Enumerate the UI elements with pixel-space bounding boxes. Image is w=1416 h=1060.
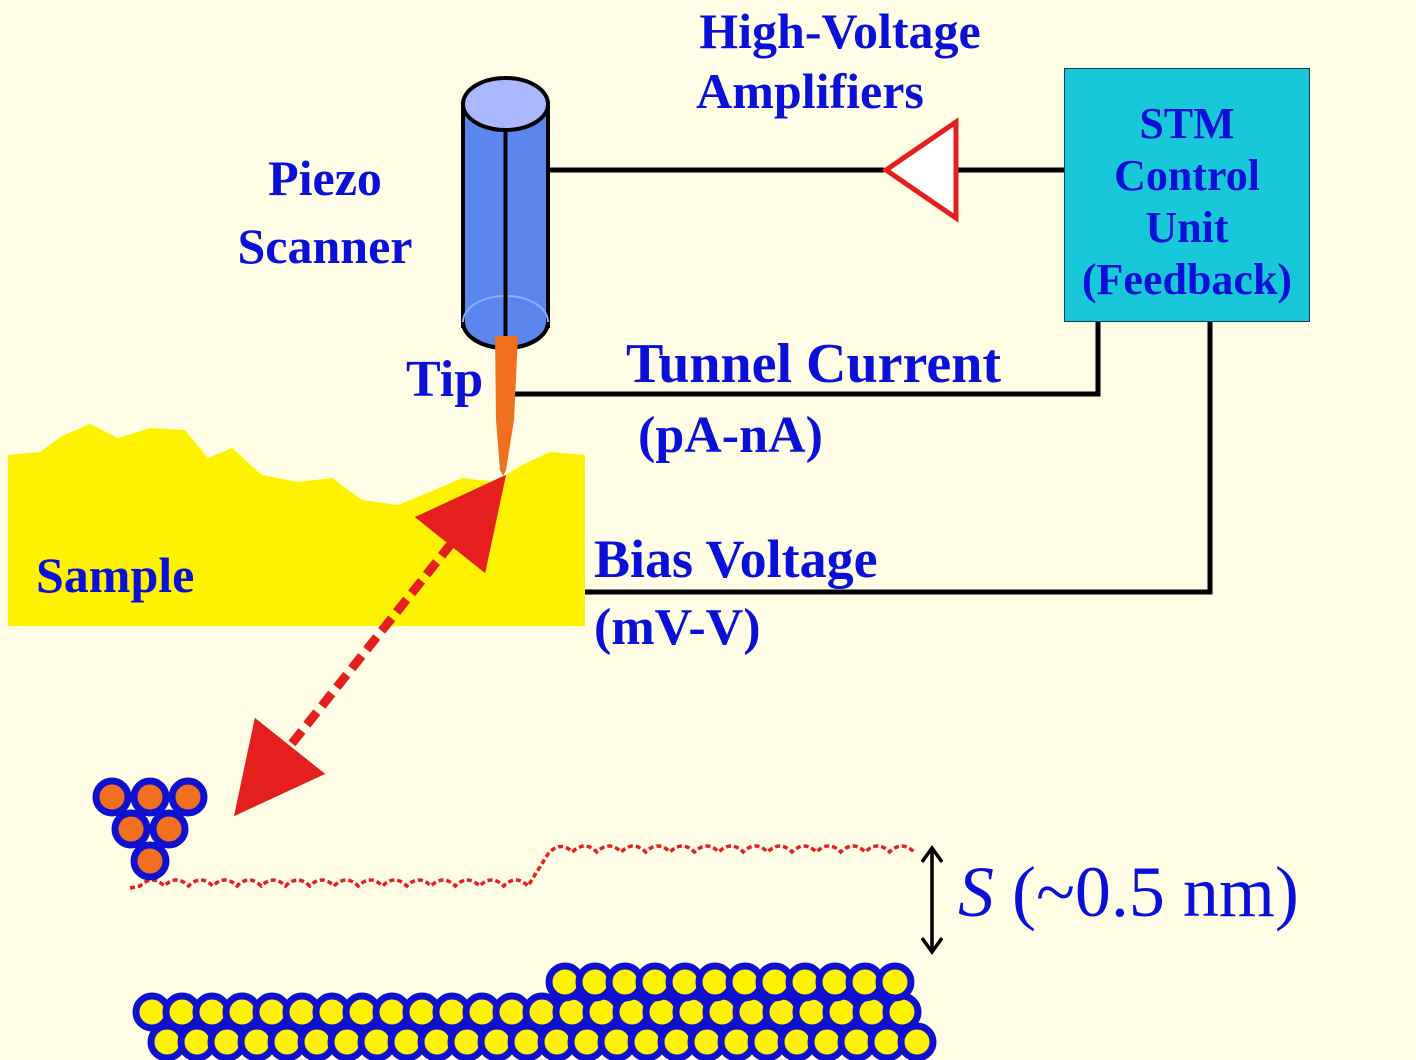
stm-control-unit-box (1064, 68, 1310, 322)
stm-control-unit-label: STM Control Unit (Feedback) (1064, 98, 1310, 306)
sample-atom (875, 962, 915, 1002)
control-unit-line3: Unit (1145, 203, 1229, 252)
gap-distance-label: S (~0.5 nm) (958, 856, 1299, 928)
tip-atom (130, 841, 170, 881)
stm-tip (495, 336, 518, 476)
gap-symbol: S (958, 852, 994, 932)
bias-voltage-range: (mV-V) (594, 599, 761, 656)
tip-atom (92, 777, 132, 817)
tunnel-current-range: (pA-nA) (638, 407, 823, 464)
tunnel-current-label: Tunnel Current (626, 333, 1001, 395)
piezo-scanner-cylinder (461, 76, 550, 350)
piezo-scanner-label: Piezo Scanner (212, 144, 438, 280)
amplifier-label-line1: High-Voltage (699, 3, 981, 59)
wires (512, 167, 1213, 595)
bias-voltage-label: Bias Voltage (594, 529, 878, 589)
tip-label: Tip (406, 351, 484, 408)
tip-atom (168, 777, 208, 817)
sample-atom-lattice (132, 962, 937, 1060)
control-unit-line4: (Feedback) (1081, 255, 1293, 304)
gap-value: (~0.5 nm) (994, 852, 1299, 932)
sample-atom (897, 1022, 937, 1060)
piezo-label-line2: Scanner (237, 218, 413, 274)
control-unit-line1: STM (1139, 99, 1235, 148)
gap-measure-arrow (920, 844, 944, 956)
tip-atom (130, 777, 170, 817)
wire-bias-voltage (585, 322, 1213, 595)
amplifier-label-line2: Amplifiers (696, 63, 924, 119)
tip-atom-cluster (92, 777, 208, 881)
amplifier-label: High-Voltage Amplifiers (664, 6, 1016, 116)
wire-tunnel-current (512, 322, 1101, 397)
tip-atom (149, 809, 189, 849)
zoom-arrow (233, 474, 507, 817)
control-unit-line2: Control (1114, 151, 1260, 200)
scan-path-trace (129, 844, 916, 890)
amplifier-symbol (881, 117, 959, 223)
tip-atom (111, 809, 151, 849)
piezo-label-line1: Piezo (268, 150, 382, 206)
sample-label: Sample (36, 547, 195, 603)
